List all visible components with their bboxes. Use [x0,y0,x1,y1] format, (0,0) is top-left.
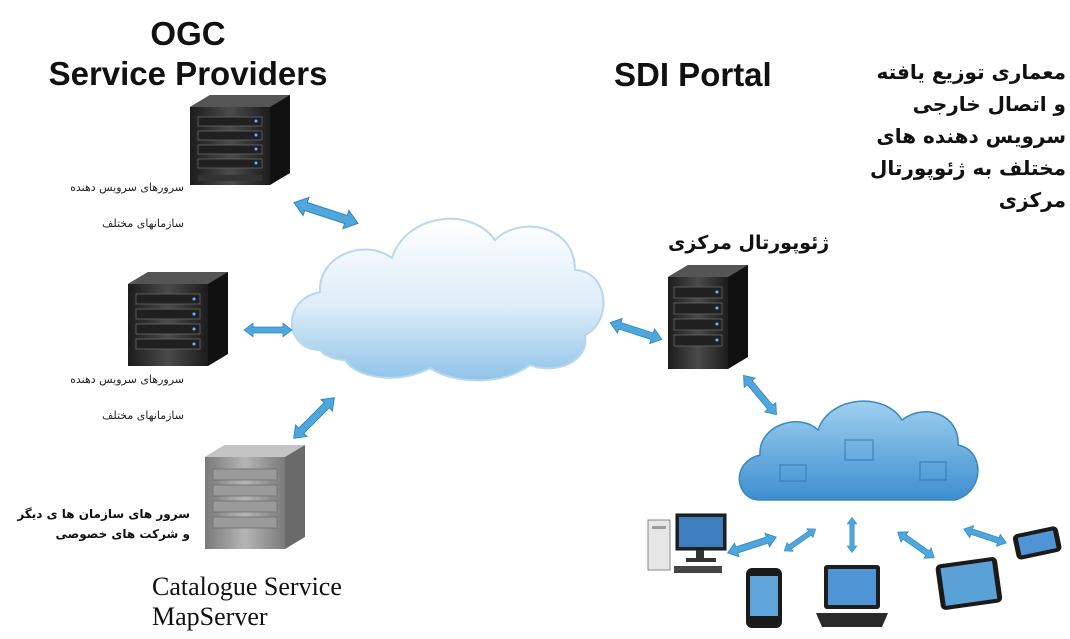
double-arrow-icon [961,522,1009,550]
server-label-1: سرورهای سرویس دهنده سازمانهای مختلف [8,180,184,232]
description-line: معماری توزیع یافته [876,60,1066,84]
description-line: مرکزی [998,188,1066,212]
laptop-icon [816,565,888,627]
ogc-title-line2: Service Providers [48,55,328,92]
client-cloud [738,400,979,501]
double-arrow-icon [607,314,665,348]
ogc-title-line1: OGC [150,15,226,52]
internet-cloud [290,217,605,382]
catalogue-line2: MapServer [152,602,268,631]
double-arrow-icon [737,370,783,420]
server-icon [205,445,305,549]
sdi-portal-title: SDI Portal [614,56,772,93]
double-arrow-icon [290,193,362,233]
server-label-2-line2: سازمانهای مختلف [101,409,184,422]
other-servers-label: سرور های سازمان ها ی دیگر و شرکت های خصو… [4,504,190,544]
server-icon [190,95,290,185]
double-arrow-icon [780,524,820,556]
server-label-1-line2: سازمانهای مختلف [101,217,184,230]
other-servers-label-line2: و شرکت های خصوصی [55,527,191,541]
tablet-icon [935,557,1003,610]
server-label-2: سرورهای سرویس دهنده سازمانهای مختلف [8,372,184,424]
smartphone-icon [746,568,782,628]
double-arrow-icon [893,526,939,564]
description-line: و اتصال خارجی [912,92,1066,116]
server-icon [668,265,748,369]
mobile-phone-icon [1012,526,1062,560]
desktop-computer-icon [647,513,727,573]
catalogue-line1: Catalogue Service [152,572,342,601]
description-line: مختلف به ژئوپورتال [869,156,1066,180]
central-geoportal-label: ژئوپورتال مرکزی [668,232,830,254]
double-arrow-icon [725,529,779,561]
double-arrow-icon [243,322,293,338]
server-label-1-line1: سرورهای سرویس دهنده [70,181,184,194]
server-label-2-line1: سرورهای سرویس دهنده [70,373,184,386]
double-arrow-icon [287,391,341,445]
architecture-description: معماری توزیع یافته و اتصال خارجی سرویس د… [836,56,1066,216]
ogc-service-providers-title: OGC Service Providers [28,14,348,94]
other-servers-label-line1: سرور های سازمان ها ی دیگر [17,507,190,521]
server-icon [128,272,228,366]
description-line: سرویس دهنده های [876,124,1066,148]
double-arrow-icon [846,517,858,553]
catalogue-service-label: Catalogue Service MapServer [152,572,342,632]
